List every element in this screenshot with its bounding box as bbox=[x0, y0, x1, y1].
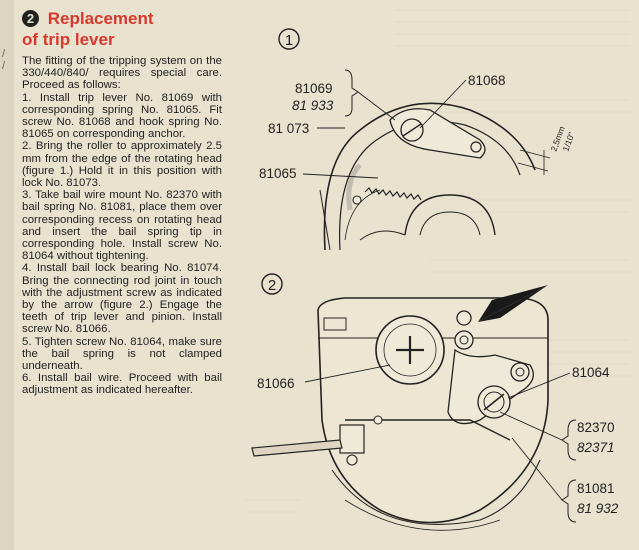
margin-mark: / bbox=[2, 60, 6, 72]
label-81932: 81 932 bbox=[577, 501, 619, 516]
section-heading: 2 Replacement of trip lever bbox=[22, 8, 232, 50]
step-3: 3. Take bail wire mount No. 82370 with b… bbox=[22, 189, 222, 263]
label-81064: 81064 bbox=[572, 365, 610, 380]
section-title-line2: of trip lever bbox=[22, 30, 115, 49]
figure-1-number: 1 bbox=[285, 32, 293, 49]
step-5: 5. Tighten screw No. 81064, make sure th… bbox=[22, 335, 222, 373]
label-81066: 81066 bbox=[257, 376, 295, 391]
step-6: 6. Install bail wire. Proceed with bail … bbox=[22, 372, 222, 397]
step-1: 1. Install trip lever No. 81069 with cor… bbox=[22, 91, 222, 141]
figure-2-number: 2 bbox=[268, 277, 276, 294]
label-82371: 82371 bbox=[577, 440, 615, 455]
intro-paragraph: The fitting of the tripping system on th… bbox=[22, 55, 222, 92]
margin-mark: / bbox=[2, 48, 6, 60]
label-81069: 81069 bbox=[295, 81, 333, 96]
label-81933: 81 933 bbox=[292, 98, 334, 113]
instructions-text: The fitting of the tripping system on th… bbox=[22, 55, 222, 397]
section-title-line1: Replacement bbox=[47, 9, 154, 28]
figure-2: 2 bbox=[251, 273, 619, 531]
label-81068: 81068 bbox=[468, 73, 506, 88]
label-81073: 81 073 bbox=[268, 121, 309, 136]
left-margin-strip: / / bbox=[0, 0, 14, 550]
figure-1: 1 2,5mm 1/10" bbox=[259, 28, 577, 251]
label-82370: 82370 bbox=[577, 420, 615, 435]
section-number-badge: 2 bbox=[22, 10, 39, 27]
label-81065: 81065 bbox=[259, 166, 297, 181]
step-4: 4. Install bail lock bearing No. 81074. … bbox=[22, 262, 222, 336]
label-81081: 81081 bbox=[577, 481, 615, 496]
step-2: 2. Bring the roller to approximately 2.5… bbox=[22, 140, 222, 190]
